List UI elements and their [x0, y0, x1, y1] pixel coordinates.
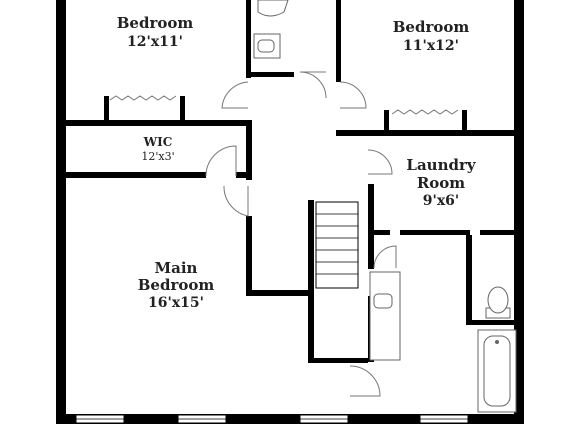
bedroom-2-size: 11'x12' — [403, 38, 459, 54]
main-bedroom-size: 16'x15' — [148, 295, 204, 311]
room-label-main-bedroom: Main Bedroom 16'x15' — [138, 259, 215, 311]
bedroom-1-size: 12'x11' — [127, 34, 183, 50]
laundry-name-line1: Laundry — [406, 156, 476, 174]
bedroom-1-name: Bedroom — [117, 14, 194, 32]
room-label-laundry: Laundry Room 9'x6' — [406, 156, 476, 209]
room-label-bedroom-1: Bedroom 12'x11' — [117, 14, 194, 50]
interior-walls — [56, 0, 522, 363]
closet-doors — [104, 95, 467, 134]
main-bedroom-name-line1: Main — [155, 259, 198, 277]
room-label-wic: WIC 12'x3' — [141, 135, 174, 163]
staircase — [315, 201, 359, 289]
room-label-bedroom-2: Bedroom 11'x12' — [393, 18, 470, 54]
bath-fixtures — [253, 0, 517, 413]
wic-size: 12'x3' — [141, 150, 174, 163]
exterior-walls — [56, 0, 524, 424]
laundry-size: 9'x6' — [423, 193, 459, 209]
wic-name: WIC — [143, 135, 173, 149]
door-swings — [205, 71, 397, 397]
laundry-name-line2: Room — [417, 174, 465, 192]
main-bedroom-name-line2: Bedroom — [138, 276, 215, 294]
bedroom-2-name: Bedroom — [393, 18, 470, 36]
bottom-windows — [75, 414, 469, 424]
